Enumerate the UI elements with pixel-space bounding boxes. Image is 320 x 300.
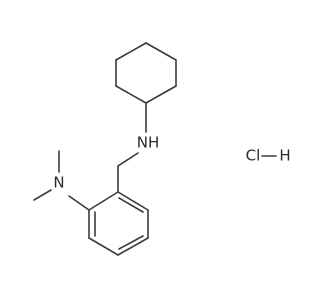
bond — [88, 191, 119, 211]
amine-nh-label: NH — [137, 134, 160, 152]
dimethylamino-n-label: N — [53, 174, 64, 192]
hydrogen-label: H — [279, 147, 290, 165]
bond — [117, 152, 139, 167]
linker-bonds — [117, 102, 147, 193]
bond — [145, 42, 177, 61]
benzene-ring — [88, 191, 149, 256]
structure-canvas: NH N Cl H — [33, 42, 291, 256]
chloride-label: Cl — [246, 147, 261, 165]
double-bond-inner — [118, 197, 144, 213]
cyclohexyl-ring — [115, 42, 177, 104]
dimethylamino-bonds — [33, 150, 90, 211]
bond — [68, 195, 90, 211]
bond — [115, 85, 147, 104]
bond — [88, 237, 119, 256]
bond — [117, 191, 149, 211]
bond — [33, 189, 52, 201]
bond — [115, 42, 147, 61]
molecule-drawing: NH N Cl H — [33, 42, 291, 256]
bond — [117, 237, 149, 256]
double-bond-inner — [118, 235, 144, 250]
bond — [145, 85, 177, 104]
